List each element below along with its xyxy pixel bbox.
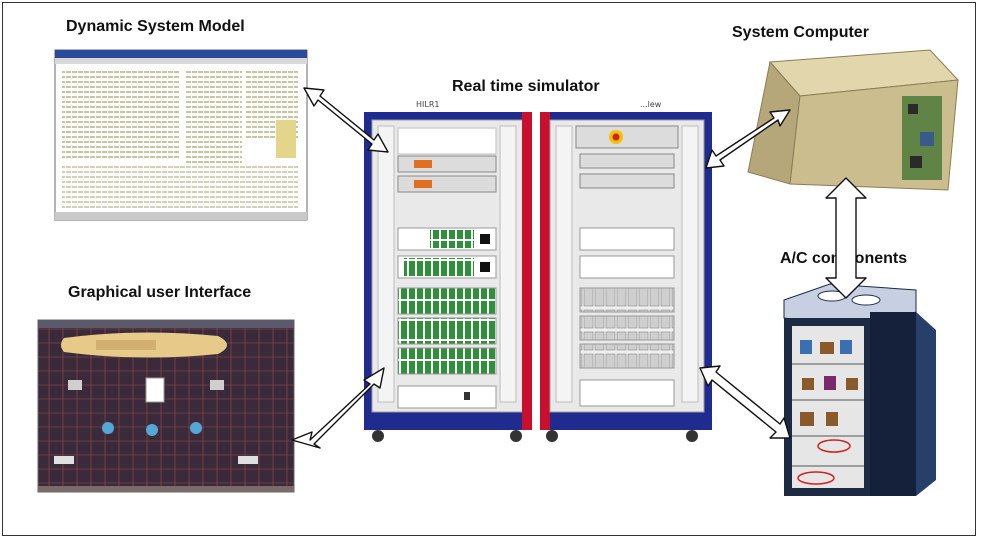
diagram-frame <box>2 2 976 536</box>
ac-components-cabinet <box>783 283 936 496</box>
rack-left-tag: HILR1 <box>416 100 439 109</box>
rack-left: HILR1 <box>364 100 532 442</box>
gui-screenshot <box>37 319 295 493</box>
label-real-time-simulator: Real time simulator <box>452 78 600 95</box>
arrow-computer-cabinet <box>825 177 867 299</box>
dynamic-system-model-screenshot <box>54 49 308 221</box>
arrow-rack-cabinet <box>699 365 791 439</box>
label-system-computer: System Computer <box>732 24 869 41</box>
arrow-model-rack <box>303 87 389 153</box>
arrow-rack-computer <box>705 109 791 169</box>
rack-right-tag: ...lew <box>640 100 662 109</box>
rack-right: ...lew <box>540 100 712 442</box>
label-dynamic-system-model: Dynamic System Model <box>66 18 245 35</box>
label-graphical-user-interface: Graphical user Interface <box>68 284 252 301</box>
arrow-gui-rack <box>291 367 385 449</box>
